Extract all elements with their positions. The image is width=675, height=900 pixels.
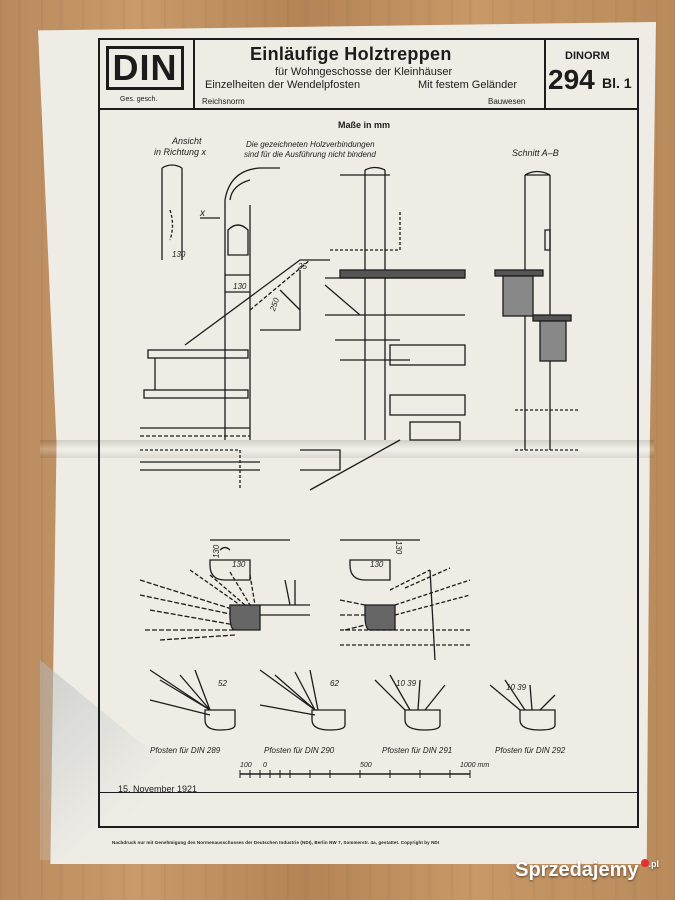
fine-print: Nachdruck nur mit Genehmigung des Normen…	[112, 840, 440, 845]
scale-label: 1000 mm	[460, 762, 490, 769]
din-logo: DIN	[106, 46, 186, 94]
watermark-suffix: .pl	[648, 859, 660, 869]
tread	[147, 349, 249, 359]
page-subtitle: für Wohngeschosse der Kleinhäuser	[275, 66, 453, 78]
post-detail-289	[149, 669, 236, 731]
tread	[143, 389, 249, 399]
post-caption-289: Pfosten für DIN 289	[150, 746, 221, 755]
dim-label: 62	[330, 679, 339, 688]
stringer	[184, 259, 330, 346]
section-label: Schnitt A–B	[512, 148, 559, 158]
note-line2: sind für die Ausführung nicht bindend	[244, 150, 376, 159]
logo-subtext: Ges. gesch.	[120, 96, 158, 103]
view-label-line1: Ansicht	[172, 136, 202, 146]
post-caption-291: Pfosten für DIN 291	[382, 746, 453, 755]
post-detail-291	[374, 674, 446, 731]
dim-label: 10 39	[506, 683, 527, 692]
dim-label: 130	[232, 560, 246, 569]
header-divider-left	[193, 38, 195, 110]
technical-drawing	[139, 164, 580, 778]
note-line1: Die gezeichneten Holzverbindungen	[246, 140, 375, 149]
post-detail-292	[489, 679, 556, 731]
norm-label: DINORM	[565, 50, 610, 62]
paper-fold	[40, 440, 654, 458]
watermark-dot-icon	[640, 859, 649, 867]
post-profile-left	[209, 539, 290, 581]
norm-sheet: Bl. 1	[602, 75, 632, 91]
issue-date: 15. November 1921	[118, 784, 198, 794]
post-caption-290: Pfosten für DIN 290	[264, 746, 335, 755]
din-logo-text: DIN	[106, 46, 184, 90]
watermark: Sprzedajemy .pl	[515, 859, 659, 882]
paper-sheet	[38, 22, 656, 864]
header-line3-right: Mit festem Geländer	[418, 79, 518, 91]
page-title: Einläufige Holztreppen	[250, 44, 452, 64]
dim-label: 130	[233, 282, 247, 291]
header-line4-right: Bauwesen	[488, 97, 526, 106]
scale-label: 100	[240, 762, 252, 769]
dim-label: 130	[370, 560, 384, 569]
post-profile-right	[340, 539, 420, 581]
main-post	[224, 167, 280, 440]
units-label: Maße in mm	[338, 120, 391, 130]
header-divider-right	[544, 38, 546, 110]
watermark-text: Sprzedajemy	[515, 859, 639, 881]
norm-number: 294	[548, 64, 595, 95]
footer-line	[98, 792, 639, 793]
post-detail-290	[259, 669, 346, 731]
scale-label: 0	[263, 762, 267, 769]
view-post-outline	[161, 164, 183, 260]
header-line4-left: Reichsnorm	[202, 97, 245, 106]
post-hatch	[229, 604, 261, 631]
dim-label: 130	[172, 250, 186, 259]
middle-post	[340, 166, 390, 440]
dim-label: 10 39	[396, 679, 417, 688]
direction-marker: x	[200, 208, 205, 219]
header-bottom-line	[98, 108, 639, 110]
header-line3-left: Einzelheiten der Wendelpfosten	[205, 79, 361, 91]
view-label-line2: in Richtung x	[154, 147, 207, 157]
post-caption-292: Pfosten für DIN 292	[495, 746, 566, 755]
drawing-frame	[98, 38, 639, 828]
scale-label: 500	[360, 762, 372, 769]
dim-label: 52	[218, 679, 227, 688]
